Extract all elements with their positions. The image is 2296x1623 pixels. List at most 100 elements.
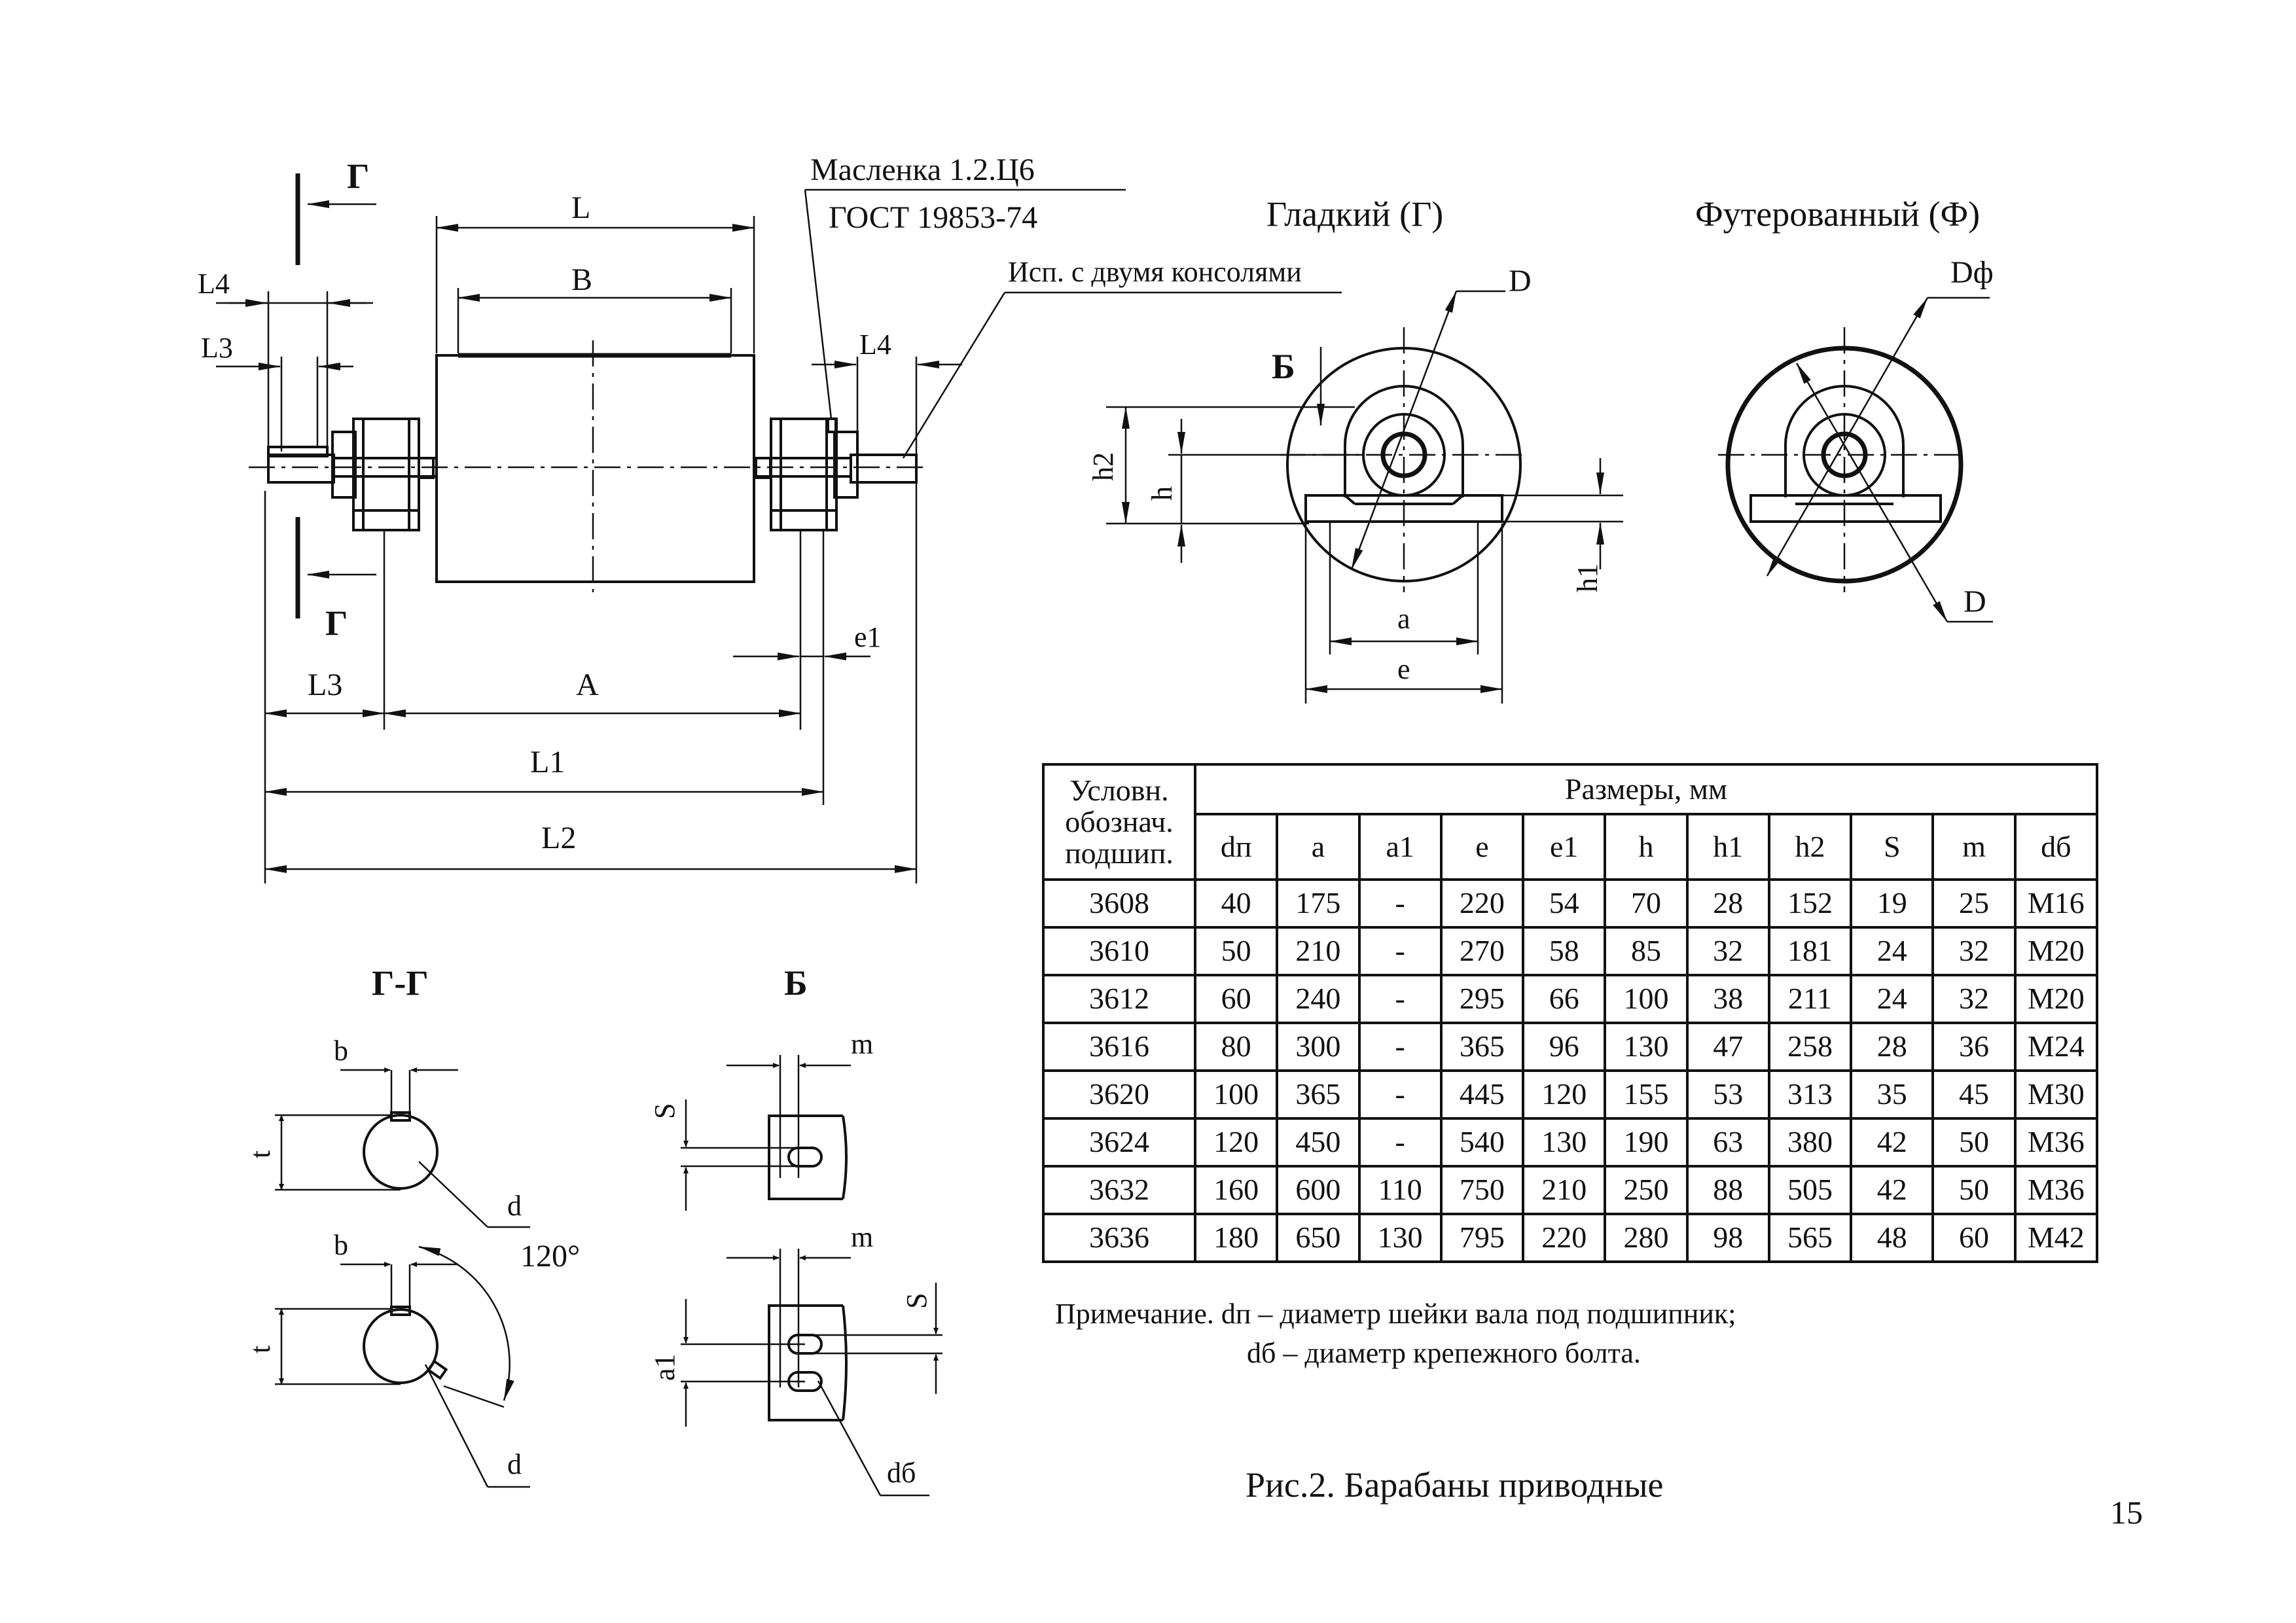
table-cell: 120	[1193, 1117, 1279, 1168]
table-cell: 60	[1931, 1213, 2017, 1263]
table-cell: 42	[1850, 1117, 1935, 1168]
dim-a: a	[1397, 603, 1410, 635]
table-cell: 190	[1604, 1117, 1689, 1168]
note-line-2: dб – диаметр крепежного болта.	[1247, 1337, 1641, 1369]
dim-e1: e1	[854, 621, 882, 653]
table-cell: 650	[1276, 1213, 1361, 1263]
angle-label: 120°	[520, 1239, 580, 1274]
dim-d-bottom: d	[507, 1448, 522, 1480]
section-b-bottom: m S a1 dб	[649, 1221, 942, 1497]
drum-side-view: Г Г L B L4 L3 L4 Масленка 1.2.Ц6	[198, 152, 1342, 883]
dim-h: h	[1146, 486, 1178, 501]
table-cell: -	[1357, 974, 1443, 1024]
table-cell: 365	[1439, 1022, 1525, 1072]
bearing-code-cell: 3636	[1042, 1213, 1196, 1263]
dim-Df: Dф	[1950, 255, 1994, 290]
dim-b-top: b	[334, 1035, 348, 1067]
table-cell: 80	[1193, 1022, 1279, 1072]
table-cell: 100	[1604, 974, 1689, 1024]
table-cell: 54	[1522, 878, 1607, 929]
table-cell: 365	[1276, 1069, 1361, 1120]
dim-L1: L1	[530, 745, 565, 779]
lined-title: Футерованный (Ф)	[1695, 194, 1980, 234]
dim-L4-right: L4	[859, 329, 891, 361]
dim-L3-bottom: L3	[308, 668, 342, 702]
col-header: a	[1276, 813, 1361, 881]
table-cell: 50	[1931, 1117, 2017, 1168]
table-cell: 211	[1767, 974, 1853, 1024]
dim-L4-left: L4	[198, 268, 230, 300]
dim-db: dб	[887, 1457, 916, 1489]
table-cell: M16	[2013, 878, 2099, 929]
dim-B: B	[571, 262, 592, 297]
table-cell: 280	[1604, 1213, 1689, 1263]
table-cell: 152	[1767, 878, 1853, 929]
smooth-title: Гладкий (Г)	[1266, 194, 1443, 234]
section-gg-title: Г-Г	[372, 963, 429, 1003]
bearing-code-cell: 3610	[1042, 926, 1196, 976]
table-cell: 45	[1931, 1069, 2017, 1120]
bearing-code-cell: 3620	[1042, 1069, 1196, 1120]
drum-body	[435, 354, 755, 583]
dim-m-top: m	[851, 1028, 873, 1060]
table-cell: -	[1357, 1069, 1443, 1120]
col-header: h1	[1685, 813, 1770, 881]
table-cell: 175	[1276, 878, 1361, 929]
dim-m-bottom: m	[851, 1221, 873, 1253]
table-cell: M42	[2013, 1213, 2099, 1263]
table-cell: 505	[1767, 1165, 1853, 1215]
table-cell: 32	[1931, 926, 2017, 976]
table-cell: 155	[1604, 1069, 1689, 1120]
dim-L: L	[571, 190, 590, 225]
table-cell: 210	[1522, 1165, 1607, 1215]
shaft-right	[850, 454, 918, 484]
table-cell: 565	[1767, 1213, 1853, 1263]
dim-e: e	[1397, 653, 1410, 685]
dim-b-bottom: b	[334, 1229, 348, 1261]
table-cell: 32	[1931, 974, 2017, 1024]
dim-L2: L2	[541, 821, 576, 855]
bearing-code-cell: 3608	[1042, 878, 1196, 929]
bearing-left	[267, 418, 435, 531]
col-header: h	[1604, 813, 1689, 881]
table-cell: 70	[1604, 878, 1689, 929]
cut-label-bottom: Г	[325, 603, 348, 643]
group-header: Размеры, мм	[1194, 763, 2098, 815]
bearing-code-cell: 3616	[1042, 1022, 1196, 1072]
table-cell: 450	[1276, 1117, 1361, 1168]
table-cell: 445	[1439, 1069, 1525, 1120]
col-header: a1	[1357, 813, 1443, 881]
dim-L3-left: L3	[201, 332, 233, 364]
dim-t-top: t	[244, 1150, 276, 1158]
col-header-bearing: Условн. обознач. подшип.	[1042, 763, 1196, 881]
dim-D-smooth: D	[1509, 264, 1532, 298]
dim-S-top: S	[649, 1103, 681, 1119]
table-cell: 40	[1193, 878, 1279, 929]
col-header: e	[1439, 813, 1525, 881]
dim-h1: h1	[1571, 563, 1604, 592]
table-cell: 35	[1850, 1069, 1935, 1120]
dim-h2: h2	[1087, 452, 1119, 481]
oiler-gost: ГОСТ 19853-74	[829, 200, 1037, 235]
dim-t-bottom: t	[244, 1346, 276, 1353]
table-cell: 53	[1685, 1069, 1770, 1120]
table-cell: 32	[1685, 926, 1770, 976]
table-cell: 50	[1193, 926, 1279, 976]
table-cell: M24	[2013, 1022, 2099, 1072]
section-gg-bottom: b t 120° d	[244, 1229, 580, 1488]
two-consoles-label: Исп. с двумя консолями	[1008, 256, 1302, 288]
table-cell: 220	[1439, 878, 1525, 929]
dim-S-bottom: S	[901, 1293, 933, 1309]
col-header: dп	[1193, 813, 1279, 881]
lined-drum-end-view: Dф D	[1718, 255, 1994, 623]
cut-label-top: Г	[347, 156, 369, 196]
table-cell: 58	[1522, 926, 1607, 976]
